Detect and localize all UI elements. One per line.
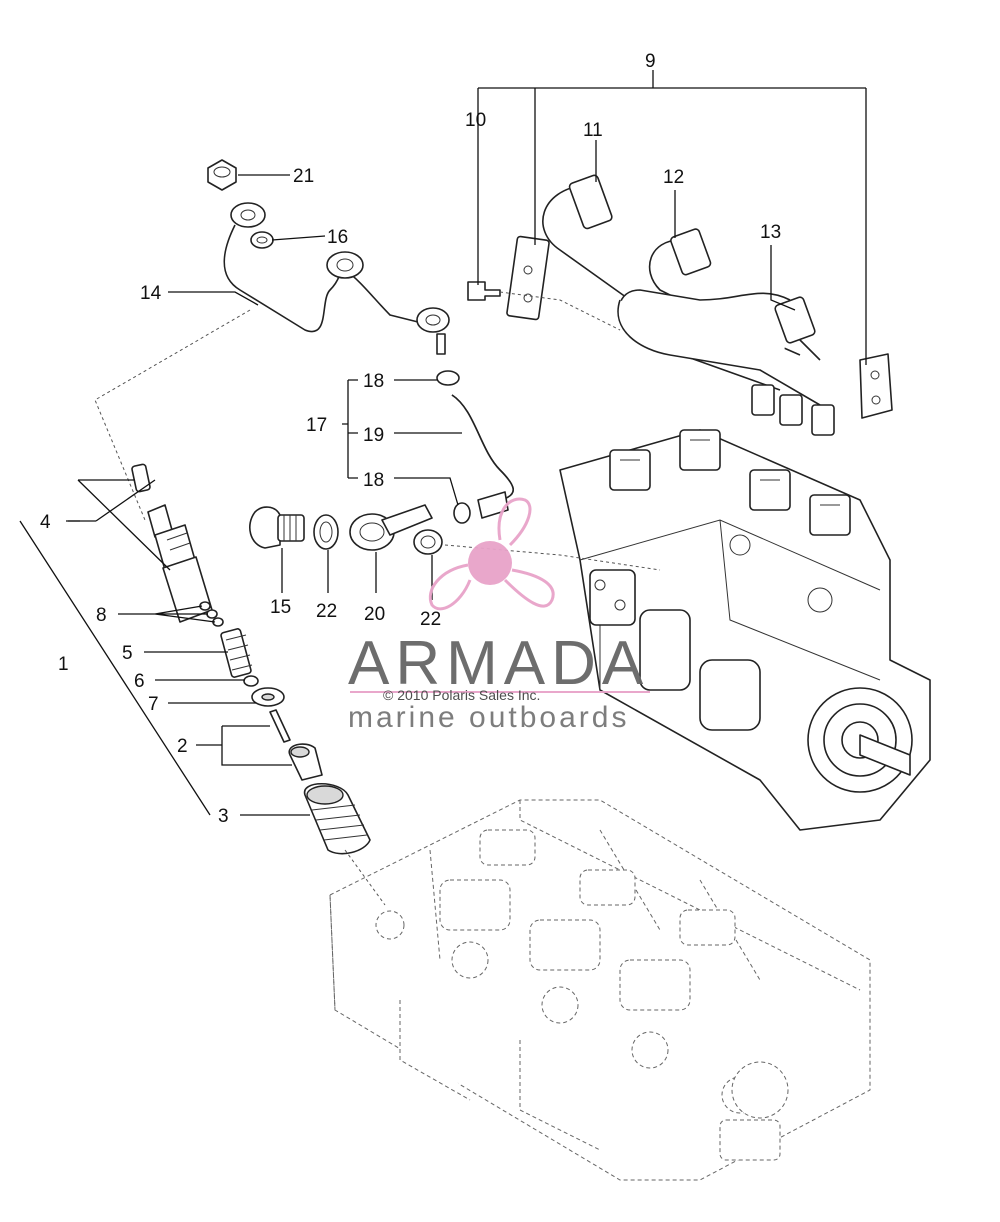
callout-numbers: 9 10 11 12 13 21 16 14 18 17 19 18 15 22…: [40, 51, 781, 827]
callout-15: 15: [270, 597, 291, 618]
callout-9: 9: [645, 51, 656, 72]
callout-1: 1: [58, 654, 69, 675]
callout-10: 10: [465, 110, 486, 131]
callout-14: 14: [140, 283, 162, 304]
callout-4: 4: [40, 512, 51, 533]
leak-off-pipe-assembly: [94, 159, 450, 521]
callout-17: 17: [306, 415, 327, 436]
callout-3: 3: [218, 806, 229, 827]
injection-pump-assembly: [559, 429, 931, 831]
callout-20: 20: [364, 604, 385, 625]
return-hose-assembly: [436, 370, 514, 524]
cylinder-head-outline: [329, 799, 871, 1181]
watermark-copyright: © 2010 Polaris Sales Inc.: [383, 687, 540, 703]
injector-assembly: [131, 463, 386, 906]
armada-watermark: ARMADA © 2010 Polaris Sales Inc. marine …: [348, 497, 650, 734]
callout-13: 13: [760, 222, 781, 243]
leader-lines: [19, 70, 867, 816]
callout-8: 8: [96, 605, 107, 626]
callout-22-right: 22: [420, 609, 441, 630]
callout-2: 2: [177, 736, 188, 757]
callout-18-bottom: 18: [363, 470, 384, 491]
watermark-tagline: marine outboards: [348, 701, 629, 734]
callout-16: 16: [327, 227, 348, 248]
callout-11: 11: [583, 120, 603, 141]
injection-pipes-assembly: [467, 174, 893, 436]
callout-12: 12: [663, 167, 684, 188]
propeller-logo: [428, 497, 555, 611]
callout-19: 19: [363, 425, 384, 446]
watermark-brand: ARMADA: [348, 629, 649, 698]
callout-21: 21: [293, 166, 314, 187]
callout-18-top: 18: [363, 371, 384, 392]
callout-5: 5: [122, 643, 133, 664]
callout-7: 7: [148, 694, 159, 715]
callout-22-left: 22: [316, 601, 337, 622]
callout-6: 6: [134, 671, 145, 692]
